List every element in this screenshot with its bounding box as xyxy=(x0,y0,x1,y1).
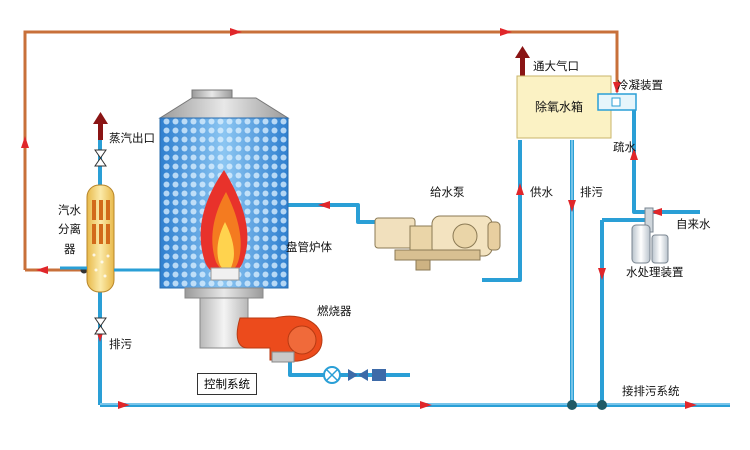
separator-label-line1: 汽水 xyxy=(58,203,81,217)
pipe-highlight xyxy=(100,140,730,405)
sewage-system-label: 接排污系统 xyxy=(622,384,680,398)
tap-water-label: 自来水 xyxy=(676,217,711,231)
condenser xyxy=(597,93,637,111)
separator-label-line2: 分离 xyxy=(58,222,81,236)
coil-furnace-label: 盘管炉体 xyxy=(286,240,332,254)
burner-label: 燃烧器 xyxy=(317,304,352,318)
separator-label-line3: 器 xyxy=(64,242,76,256)
feed-pump-label: 给水泵 xyxy=(430,185,465,199)
vent-label: 通大气口 xyxy=(533,59,579,73)
water-treatment-label: 水处理装置 xyxy=(626,265,684,279)
flame-icon xyxy=(200,170,248,281)
drain-water-label: 疏水 xyxy=(613,140,636,154)
gas-line-valves xyxy=(323,366,386,384)
drain-right-label: 排污 xyxy=(580,185,603,199)
deaerator-label: 除氧水箱 xyxy=(535,100,584,114)
steam-water-separator xyxy=(60,184,160,293)
feed-pump xyxy=(374,215,501,271)
drain-left-label: 排污 xyxy=(109,337,132,351)
water-treatment-unit xyxy=(631,207,669,264)
condenser-label: 冷凝装置 xyxy=(617,78,663,92)
control-system-label: 控制系统 xyxy=(197,373,257,395)
burner xyxy=(236,315,323,363)
supply-water-label: 供水 xyxy=(530,185,553,199)
deaerator-tank xyxy=(516,75,612,139)
steam-outlet-label: 蒸汽出口 xyxy=(109,131,155,145)
red-arrow-icon xyxy=(21,28,697,409)
outlet-arrows xyxy=(93,46,530,140)
